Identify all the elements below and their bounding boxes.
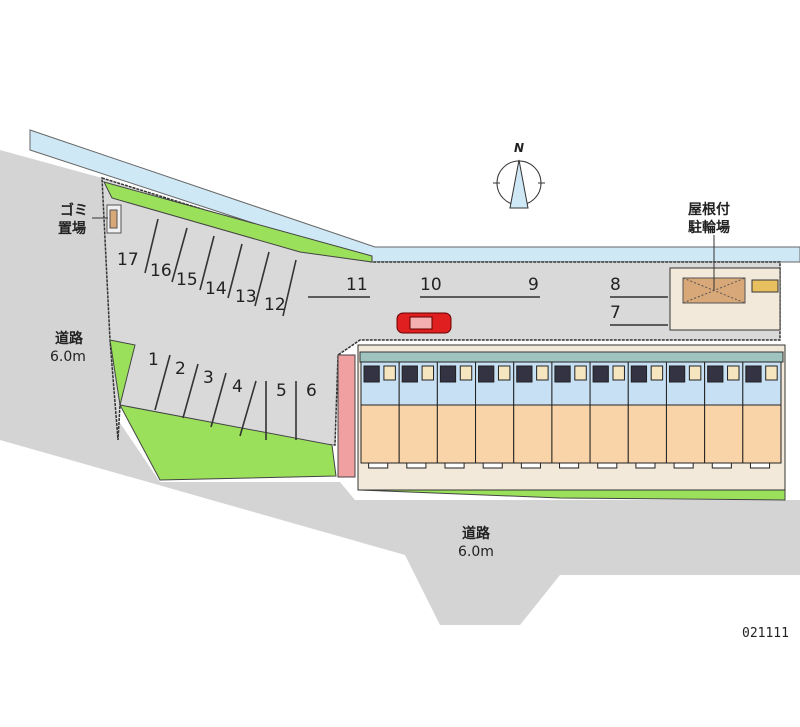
parking-space-1: 1 [148, 350, 159, 370]
parking-space-3: 3 [203, 368, 214, 388]
green-left-triangle [109, 339, 136, 406]
parking-lines [144, 218, 668, 440]
car-icon [396, 312, 452, 334]
parking-space-9: 9 [528, 275, 539, 295]
compass-north-label: N [514, 141, 524, 155]
apartment-unit [589, 361, 629, 469]
apartment-unit [665, 361, 706, 469]
road-bottom-label: 道路 [462, 525, 491, 542]
map-code: 021111 [742, 626, 789, 641]
road-left-label: 道路 [55, 330, 84, 347]
pink-walkway [337, 354, 356, 478]
bike-rack [751, 279, 779, 293]
road-left-width: 6.0m [50, 349, 86, 365]
green-strip-bottom [119, 404, 337, 481]
apartment-unit [475, 361, 515, 469]
bike-parking-label-2: 駐輪場 [688, 219, 730, 236]
compass-icon [493, 159, 545, 209]
garbage-box [109, 209, 118, 229]
road-bottom-width: 6.0m [458, 544, 494, 560]
parking-space-15: 15 [176, 270, 198, 290]
apartment-unit [742, 361, 782, 469]
parking-space-6: 6 [306, 381, 317, 401]
parking-space-2: 2 [175, 359, 186, 379]
apartment-unit [627, 361, 667, 469]
parking-space-12: 12 [264, 295, 286, 315]
apartment-unit [513, 361, 553, 469]
parking-space-10: 10 [420, 275, 442, 295]
parking-space-8: 8 [610, 275, 621, 295]
apartment-unit [551, 361, 591, 469]
green-strip-top [103, 181, 373, 263]
parking-space-14: 14 [205, 279, 227, 299]
parking-space-17: 17 [117, 250, 139, 270]
apartment-unit [704, 361, 744, 469]
garbage-label: ゴミ [60, 202, 88, 219]
parking-space-11: 11 [346, 275, 368, 295]
parking-lot [101, 176, 781, 446]
parking-space-4: 4 [232, 377, 243, 397]
apartment-building [357, 344, 786, 491]
parking-space-5: 5 [276, 381, 287, 401]
parking-space-16: 16 [150, 261, 172, 281]
river [29, 129, 800, 263]
parking-space-7: 7 [610, 303, 621, 323]
apartment-unit [398, 361, 438, 469]
road-area [0, 150, 800, 625]
garbage-label-2: 置場 [58, 220, 86, 237]
parking-space-13: 13 [235, 287, 257, 307]
bike-parking-label: 屋根付 [688, 201, 730, 218]
apartment-unit [360, 361, 400, 469]
apartment-unit [436, 361, 477, 469]
